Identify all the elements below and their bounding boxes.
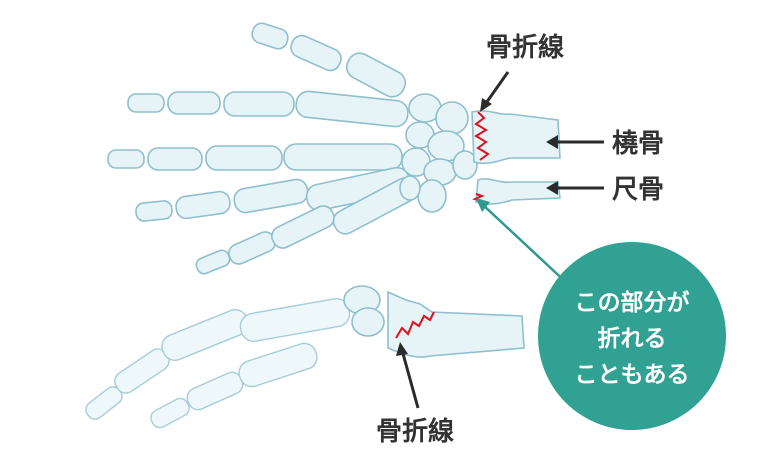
middle-finger-bones <box>107 143 403 171</box>
hand-side-view <box>85 285 525 429</box>
label-ulna: 尺骨 <box>612 175 664 205</box>
label-fracture-top: 骨折線 <box>486 32 564 63</box>
arrow-fracture-top <box>482 71 510 107</box>
badge-line-1: この部分が <box>575 289 690 316</box>
fracture-line-side <box>395 311 435 339</box>
label-radius: 橈骨 <box>612 129 664 159</box>
thumb-bones <box>251 22 407 98</box>
ulna-bone <box>475 178 561 205</box>
badge-line-3: こともある <box>575 362 690 388</box>
badge-circle <box>538 242 726 430</box>
hand-top-view <box>107 22 561 275</box>
info-badge: この部分が 折れる こともある <box>538 242 726 430</box>
ring-finger-bones <box>135 166 411 222</box>
carpal-bones <box>399 93 478 213</box>
arrow-badge <box>481 203 571 287</box>
badge-line-2: 折れる <box>598 326 667 352</box>
radius-bone <box>471 110 561 165</box>
index-finger-bones <box>127 90 409 128</box>
arrow-fracture-bottom <box>400 349 420 409</box>
fracture-line-radius <box>474 111 490 161</box>
little-finger-bones <box>195 177 418 275</box>
radius-side-bone <box>387 290 525 358</box>
label-fracture-bottom: 骨折線 <box>376 416 454 447</box>
